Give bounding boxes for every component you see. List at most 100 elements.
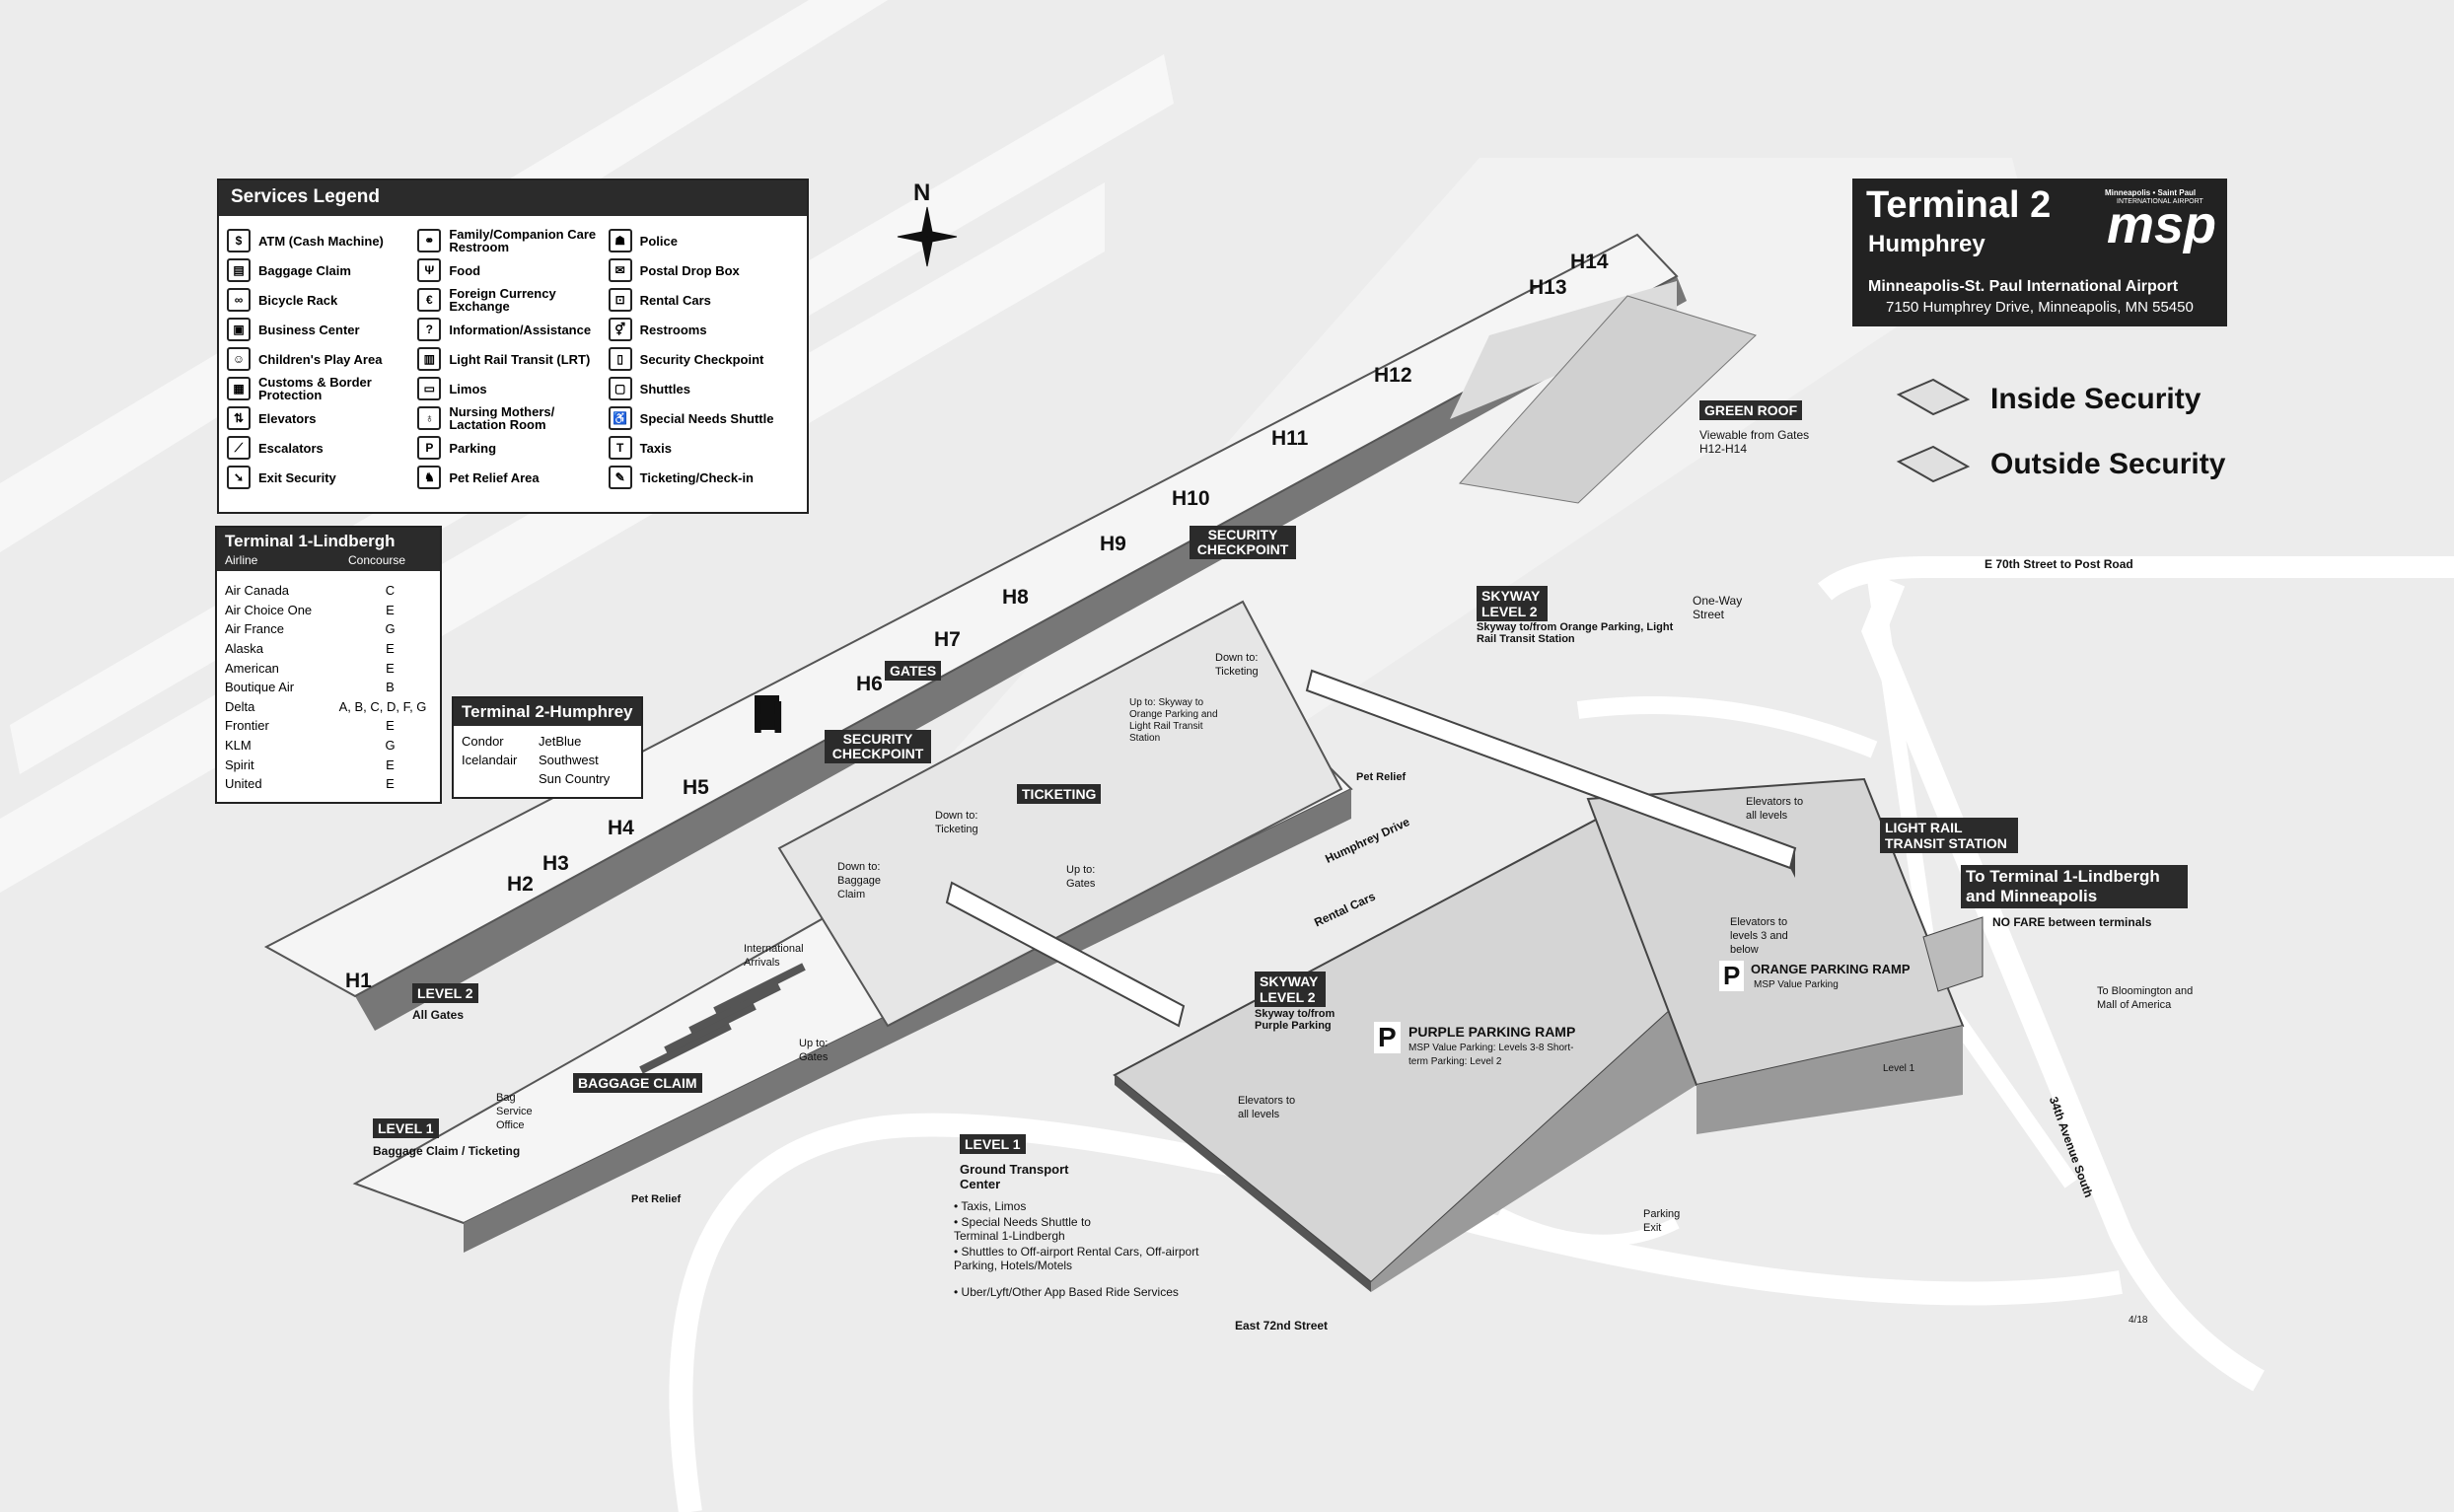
escalator-icon: ⟋ xyxy=(227,436,251,460)
concourse-letter: H xyxy=(752,691,785,743)
legend-col-3: ☗Police ✉Postal Drop Box ⊡Rental Cars ⚥R… xyxy=(608,226,799,492)
legend-item-currency: €Foreign Currency Exchange xyxy=(417,285,608,315)
gate-label: H10 xyxy=(1172,487,1210,510)
gtc-title: Ground Transport Center xyxy=(960,1162,1069,1191)
legend-item-family: ⚭Family/Companion Care Restroom xyxy=(417,226,608,255)
gate-label: H9 xyxy=(1100,533,1126,555)
elevator-icon: ⇅ xyxy=(227,406,251,430)
postal-icon: ✉ xyxy=(608,258,632,282)
limo-icon: ▭ xyxy=(417,377,442,400)
special-needs-shuttle-icon: ♿ xyxy=(608,406,632,430)
map-title-block: Terminal 2 Humphrey Minneapolis • Saint … xyxy=(1852,179,2227,326)
up-gates-label: Up to: Gates xyxy=(1066,864,1096,890)
legend-item-police: ☗Police xyxy=(608,226,799,255)
legend-item-elevators: ⇅Elevators xyxy=(227,403,417,433)
orange-ramp-label: ORANGE PARKING RAMP xyxy=(1751,962,1911,976)
security-checkpoint-tag: SECURITY CHECKPOINT xyxy=(1190,526,1296,559)
gate-label: H12 xyxy=(1374,364,1412,387)
list-item: JetBlue xyxy=(539,734,582,749)
outside-security-label: Outside Security xyxy=(1990,448,2226,480)
gates-tag: GATES xyxy=(885,661,942,681)
logo-top-text: Minneapolis • Saint Paul xyxy=(2105,188,2197,197)
down-ticketing-label: Down to: Ticketing xyxy=(935,810,978,835)
msp-logo: msp xyxy=(2107,195,2217,254)
legend-item-special: ♿Special Needs Shuttle xyxy=(608,403,799,433)
legend-item-postal: ✉Postal Drop Box xyxy=(608,255,799,285)
pet-relief-label: Pet Relief xyxy=(631,1193,682,1205)
level1-sublabel: Baggage Claim / Ticketing xyxy=(373,1144,521,1158)
gate-label: H3 xyxy=(542,852,569,875)
services-legend: Services Legend $ATM (Cash Machine) ▤Bag… xyxy=(217,179,809,514)
ticketing-tag: TICKETING xyxy=(1017,784,1102,804)
gate-label: H6 xyxy=(856,673,883,695)
legend-item-pet: ♞Pet Relief Area xyxy=(417,463,608,492)
rental-car-icon: ⊡ xyxy=(608,288,632,312)
legend-item-security: ▯Security Checkpoint xyxy=(608,344,799,374)
legend-item-restrooms: ⚥Restrooms xyxy=(608,315,799,344)
currency-exchange-icon: € xyxy=(417,288,442,312)
family-restroom-icon: ⚭ xyxy=(417,229,442,252)
gate-label: H7 xyxy=(934,628,961,651)
airport-address: 7150 Humphrey Drive, Minneapolis, MN 554… xyxy=(1886,299,2194,316)
gate-label: H14 xyxy=(1570,251,1609,273)
baggage-claim-tag: BAGGAGE CLAIM xyxy=(573,1073,702,1093)
nursing-icon: ♁ xyxy=(417,406,442,430)
purple-ramp-sublabel: MSP Value Parking: Levels 3-8 Short-term… xyxy=(1408,1043,1574,1067)
legend-title: Services Legend xyxy=(219,180,807,216)
skyway-orange-tag: SKYWAY LEVEL 2 xyxy=(1477,586,1548,621)
bag-service-label: Bag Service Office xyxy=(496,1092,533,1131)
orange-ramp-sublabel: MSP Value Parking xyxy=(1754,979,1839,990)
green-roof-sublabel: Viewable from Gates H12-H14 xyxy=(1699,428,1810,456)
legend-item-rental: ⊡Rental Cars xyxy=(608,285,799,315)
airport-name: Minneapolis-St. Paul International Airpo… xyxy=(1868,278,2179,295)
legend-item-business: ▣Business Center xyxy=(227,315,417,344)
level2-sublabel: All Gates xyxy=(412,1008,465,1022)
gate-label: H5 xyxy=(683,776,709,799)
legend-item-baggage: ▤Baggage Claim xyxy=(227,255,417,285)
parking-icon: P xyxy=(1374,1022,1401,1053)
gtc-item: • Uber/Lyft/Other App Based Ride Service… xyxy=(954,1285,1179,1299)
gtc-item: • Taxis, Limos xyxy=(954,1199,1027,1213)
e70-street-label: E 70th Street to Post Road xyxy=(1985,557,2133,571)
food-icon: Ψ xyxy=(417,258,442,282)
gtc-level1-tag: LEVEL 1 xyxy=(960,1134,1026,1154)
atm-icon: $ xyxy=(227,229,251,252)
col-concourse: Concourse xyxy=(348,553,406,567)
down-baggage-label: Down to: Baggage Claim xyxy=(837,861,882,900)
gate-label: H13 xyxy=(1529,276,1567,299)
version-label: 4/18 xyxy=(2129,1315,2148,1326)
skyway-purple-sublabel: Skyway to/from Purple Parking xyxy=(1255,1008,1335,1032)
up-gates-label: Up to: Gates xyxy=(799,1038,829,1063)
legend-item-nursing: ♁Nursing Mothers/ Lactation Room xyxy=(417,403,608,433)
elevators-label: Elevators to all levels xyxy=(1746,796,1804,822)
bloomington-label: To Bloomington and Mall of America xyxy=(2097,985,2194,1011)
play-area-icon: ☺ xyxy=(227,347,251,371)
parking-icon: P xyxy=(1719,961,1745,991)
down-ticketing-label: Down to: Ticketing xyxy=(1215,652,1259,678)
exit-security-icon: ➘ xyxy=(227,466,251,489)
elevators-label: Elevators to all levels xyxy=(1238,1095,1296,1120)
list-item: Sun Country xyxy=(539,771,611,786)
list-item: Condor xyxy=(462,734,504,749)
skyway-orange-sublabel: Skyway to/from Orange Parking, Light Rai… xyxy=(1477,621,1674,645)
to-terminal1-tag: To Terminal 1-Lindbergh and Minneapolis xyxy=(1961,865,2188,908)
gate-label: H4 xyxy=(608,817,634,839)
legend-item-limos: ▭Limos xyxy=(417,374,608,403)
level1-tag: LEVEL 1 xyxy=(373,1118,439,1138)
security-checkpoint-tag: SECURITY CHECKPOINT xyxy=(825,730,931,763)
terminal1-title: Terminal 1-Lindbergh xyxy=(225,532,396,550)
police-icon: ☗ xyxy=(608,229,632,252)
restroom-icon: ⚥ xyxy=(608,318,632,341)
legend-item-exit: ➘Exit Security xyxy=(227,463,417,492)
ticketing-icon: ✎ xyxy=(608,466,632,489)
